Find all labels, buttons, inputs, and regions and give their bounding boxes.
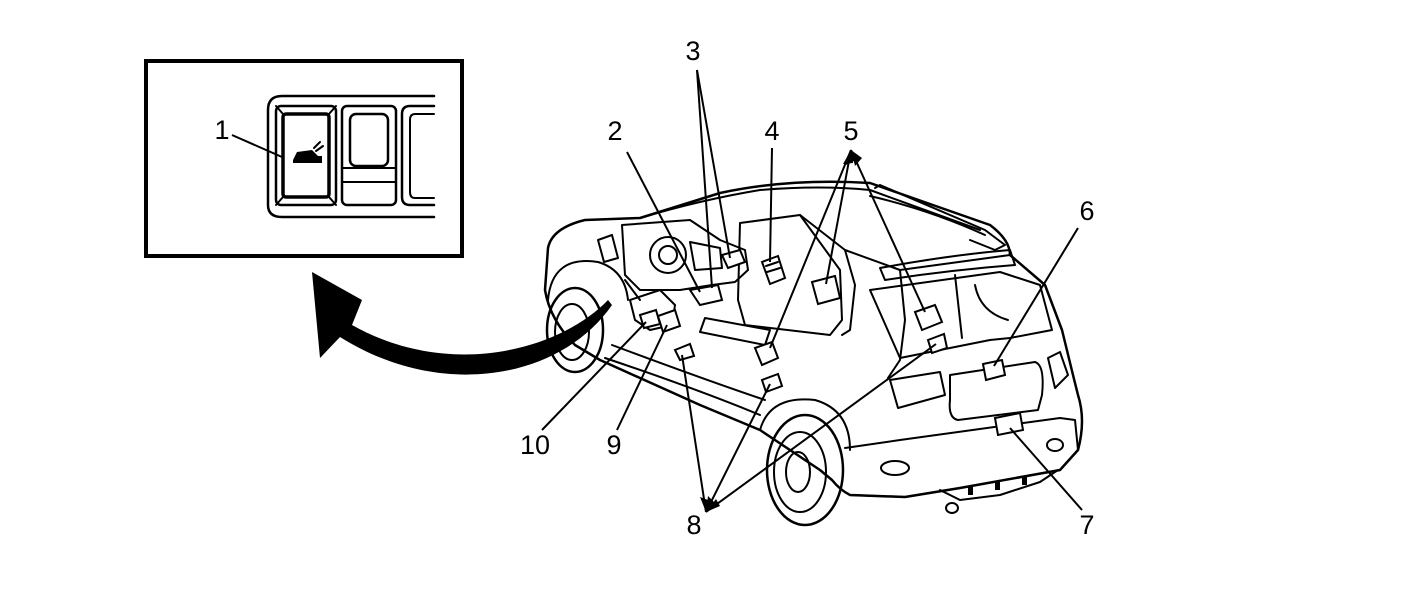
bumper-slots (968, 476, 1027, 495)
liftgate-icon (293, 141, 324, 163)
callout-5: 5 (843, 116, 858, 146)
leader-3a (696, 69, 731, 259)
front-tire (545, 286, 605, 374)
vehicle (543, 180, 1084, 527)
rear-tire (765, 413, 845, 527)
exhaust-tip (945, 502, 959, 514)
blank-switch (340, 104, 398, 207)
callout-8: 8 (686, 510, 701, 540)
leader-9 (616, 324, 668, 431)
leader-lines (541, 69, 1083, 513)
leader-3b (696, 69, 713, 289)
rear-window (869, 271, 1053, 359)
tail-lamp-right (1047, 351, 1069, 389)
component-5-rear (913, 303, 944, 332)
roof-rail (874, 184, 1006, 251)
callout-4: 4 (764, 116, 779, 146)
reflector-left (880, 460, 910, 476)
vehicle-body-outline (543, 180, 1084, 499)
license-plate-pocket (948, 361, 1044, 421)
callout-7: 7 (1079, 510, 1094, 540)
leader-2 (626, 151, 701, 293)
callout-6: 6 (1079, 196, 1094, 226)
callout-2: 2 (607, 116, 622, 146)
rear-wheel-arch (759, 398, 851, 451)
tail-lamp-left (889, 371, 946, 409)
callout-labels: 2 3 4 5 6 7 8 9 10 (520, 36, 1095, 540)
leader-6 (993, 227, 1079, 367)
switch-panel-inset: 1 (144, 59, 464, 258)
leader-7 (1009, 427, 1083, 511)
leader-5a (769, 149, 852, 349)
inset-panel-outline (266, 94, 436, 219)
leader-5b (825, 149, 852, 285)
leader-5c (850, 149, 926, 313)
callout-1: 1 (214, 115, 229, 145)
component-5-lower (753, 340, 780, 367)
open-door-frame (737, 214, 843, 336)
liftgate-release-switch (274, 104, 338, 207)
component-8-front (673, 342, 696, 362)
outside-mirror (597, 234, 619, 263)
curved-arrow (312, 272, 612, 375)
component-8-middle (760, 372, 784, 394)
component-3 (720, 248, 747, 270)
leader-10 (541, 321, 647, 431)
leader-8a (681, 354, 707, 513)
partial-switch (400, 104, 436, 207)
leader-1 (231, 134, 283, 158)
leader-8b (705, 383, 771, 513)
leader-8c (705, 343, 937, 513)
callout-3: 3 (685, 36, 700, 66)
rear-spoiler (879, 249, 1016, 281)
front-wheel-arch (547, 260, 629, 301)
rear-bumper (844, 417, 1079, 498)
component-9 (656, 308, 682, 334)
callout-9: 9 (606, 430, 621, 460)
callout-10: 10 (520, 430, 550, 460)
component-6 (981, 358, 1007, 382)
arrowheads (700, 150, 862, 512)
leader-4 (769, 147, 773, 263)
component-7 (993, 411, 1025, 437)
